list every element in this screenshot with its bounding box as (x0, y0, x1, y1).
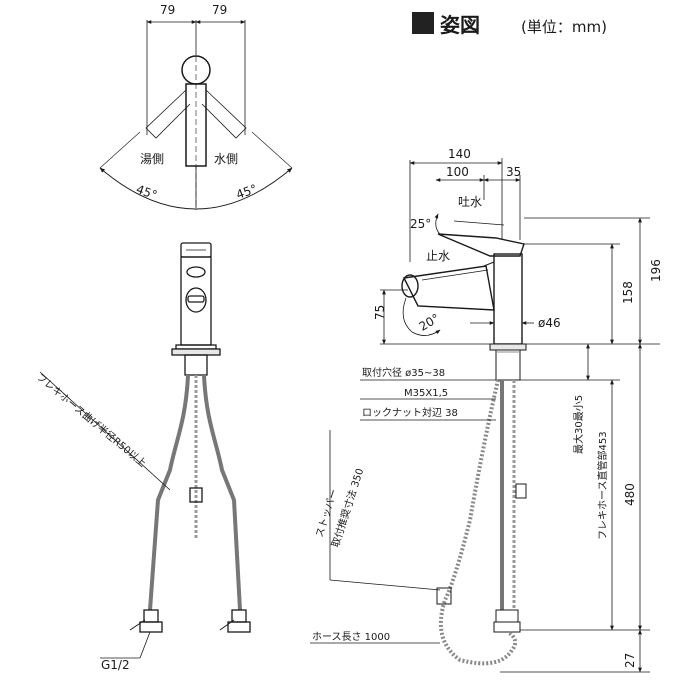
flex-hose-bend-label: フレキホース曲げ半径R50以上 (34, 370, 149, 469)
header-square-icon (412, 12, 434, 34)
flex-direct-label: フレキホース直管部453 (596, 431, 609, 540)
header-unit: (単位：mm) (521, 18, 607, 36)
side-view (310, 158, 660, 673)
side-dim-140: 140 (448, 147, 471, 161)
top-dim-right: 79 (212, 3, 227, 17)
hose-length-label: ホース長さ 1000 (312, 631, 390, 643)
side-dim-480: 480 (623, 483, 637, 506)
top-view (99, 20, 293, 210)
side-dim-35: 35 (506, 165, 521, 179)
hot-side-label: 湯側 (140, 152, 164, 166)
side-dim-27: 27 (623, 653, 637, 668)
stop-label: 止水 (426, 249, 450, 263)
side-dim-75: 75 (373, 305, 387, 320)
thread-label: M35X1,5 (404, 388, 448, 399)
spout-label: 吐水 (458, 195, 482, 209)
header-title: 姿図 (440, 13, 480, 37)
side-dim-46: ø46 (538, 316, 561, 330)
cold-side-label: 水側 (214, 152, 238, 166)
side-dim-158: 158 (621, 281, 635, 304)
fitting-label: G1/2 (101, 658, 130, 672)
angle-25-label: 25° (410, 217, 431, 231)
mount-hole-label: 取付穴径 ø35~38 (362, 366, 445, 379)
locknut-label: ロックナット対辺 38 (362, 406, 458, 419)
side-dim-196: 196 (649, 259, 663, 282)
max-30-label: 最大30最小5 (572, 395, 585, 454)
angle-20-label: 20° (417, 311, 442, 334)
side-dim-100: 100 (446, 165, 469, 179)
angle-right-label: 45° (234, 182, 259, 202)
top-dim-left: 79 (160, 3, 175, 17)
header: 姿図 (単位：mm) (412, 12, 607, 37)
front-view (39, 242, 251, 659)
angle-left-label: 45° (134, 182, 159, 202)
